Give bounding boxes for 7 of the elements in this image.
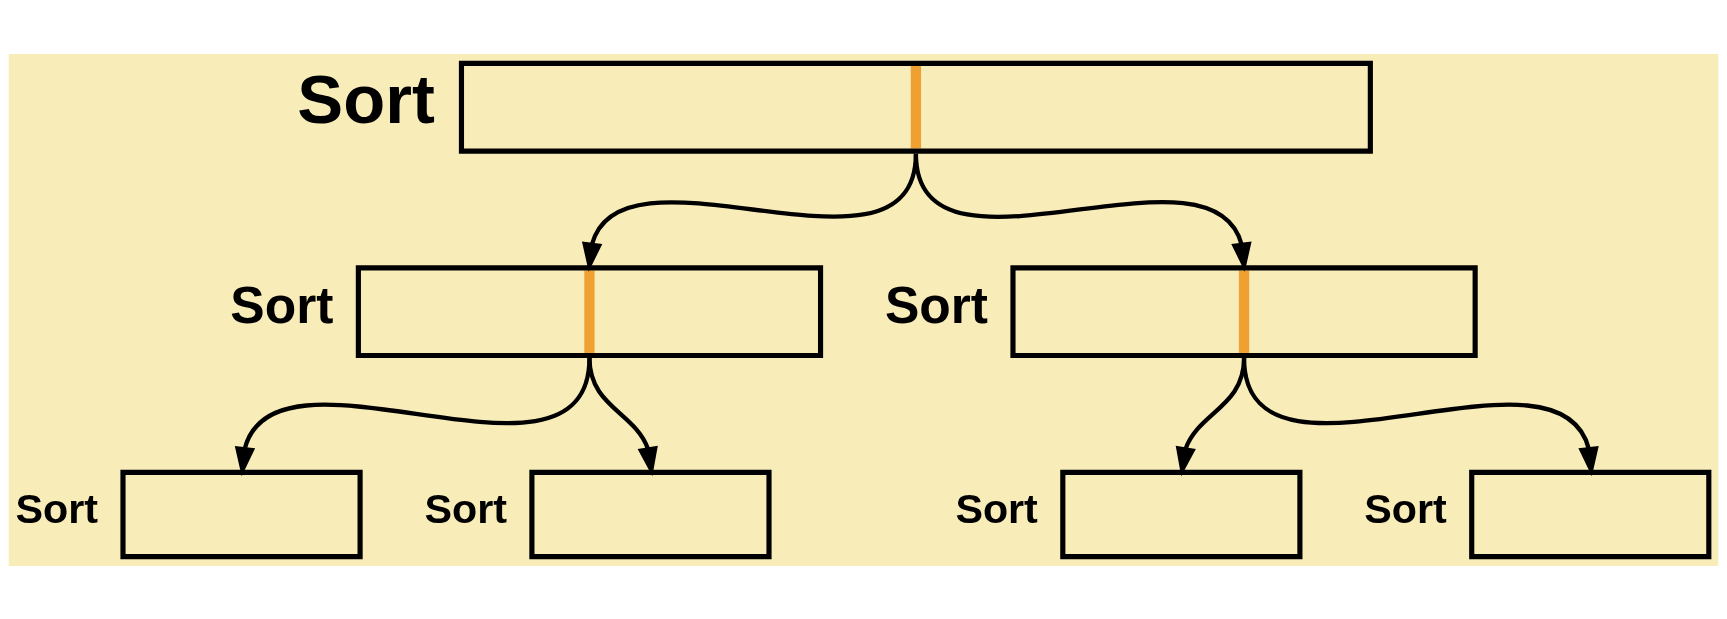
node-label: Sort [424, 485, 507, 532]
node-label: Sort [955, 485, 1038, 532]
node-label: Sort [1364, 485, 1447, 532]
node-label: Sort [15, 485, 99, 532]
node-label: Sort [230, 275, 334, 334]
node-label: Sort [884, 275, 989, 334]
node-label: Sort [297, 60, 435, 138]
